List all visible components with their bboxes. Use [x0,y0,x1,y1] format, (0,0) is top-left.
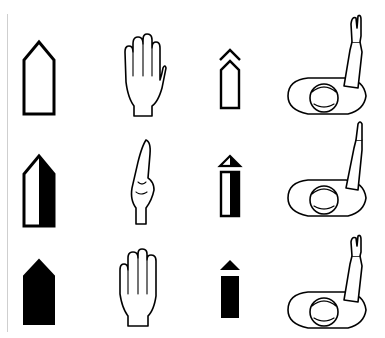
row-outline [0,10,385,118]
top-view-figure-raised-arm-icon [286,10,378,126]
large-pentagon-outline-icon [22,40,56,116]
large-pentagon-solid-icon [22,258,56,326]
open-palm-hand-icon [116,32,166,118]
row-half-filled [0,118,385,226]
small-arrow-solid-icon [218,258,242,320]
top-view-figure-raised-arm-icon [286,118,378,228]
small-arrow-outline-icon [218,48,242,110]
side-blade-hand-icon [124,138,158,226]
small-arrow-half-filled-icon [218,154,242,218]
open-palm-flat-hand-icon [114,248,160,328]
large-pentagon-half-filled-icon [22,154,56,228]
row-solid [0,228,385,336]
top-view-figure-raised-arm-icon [286,234,378,338]
